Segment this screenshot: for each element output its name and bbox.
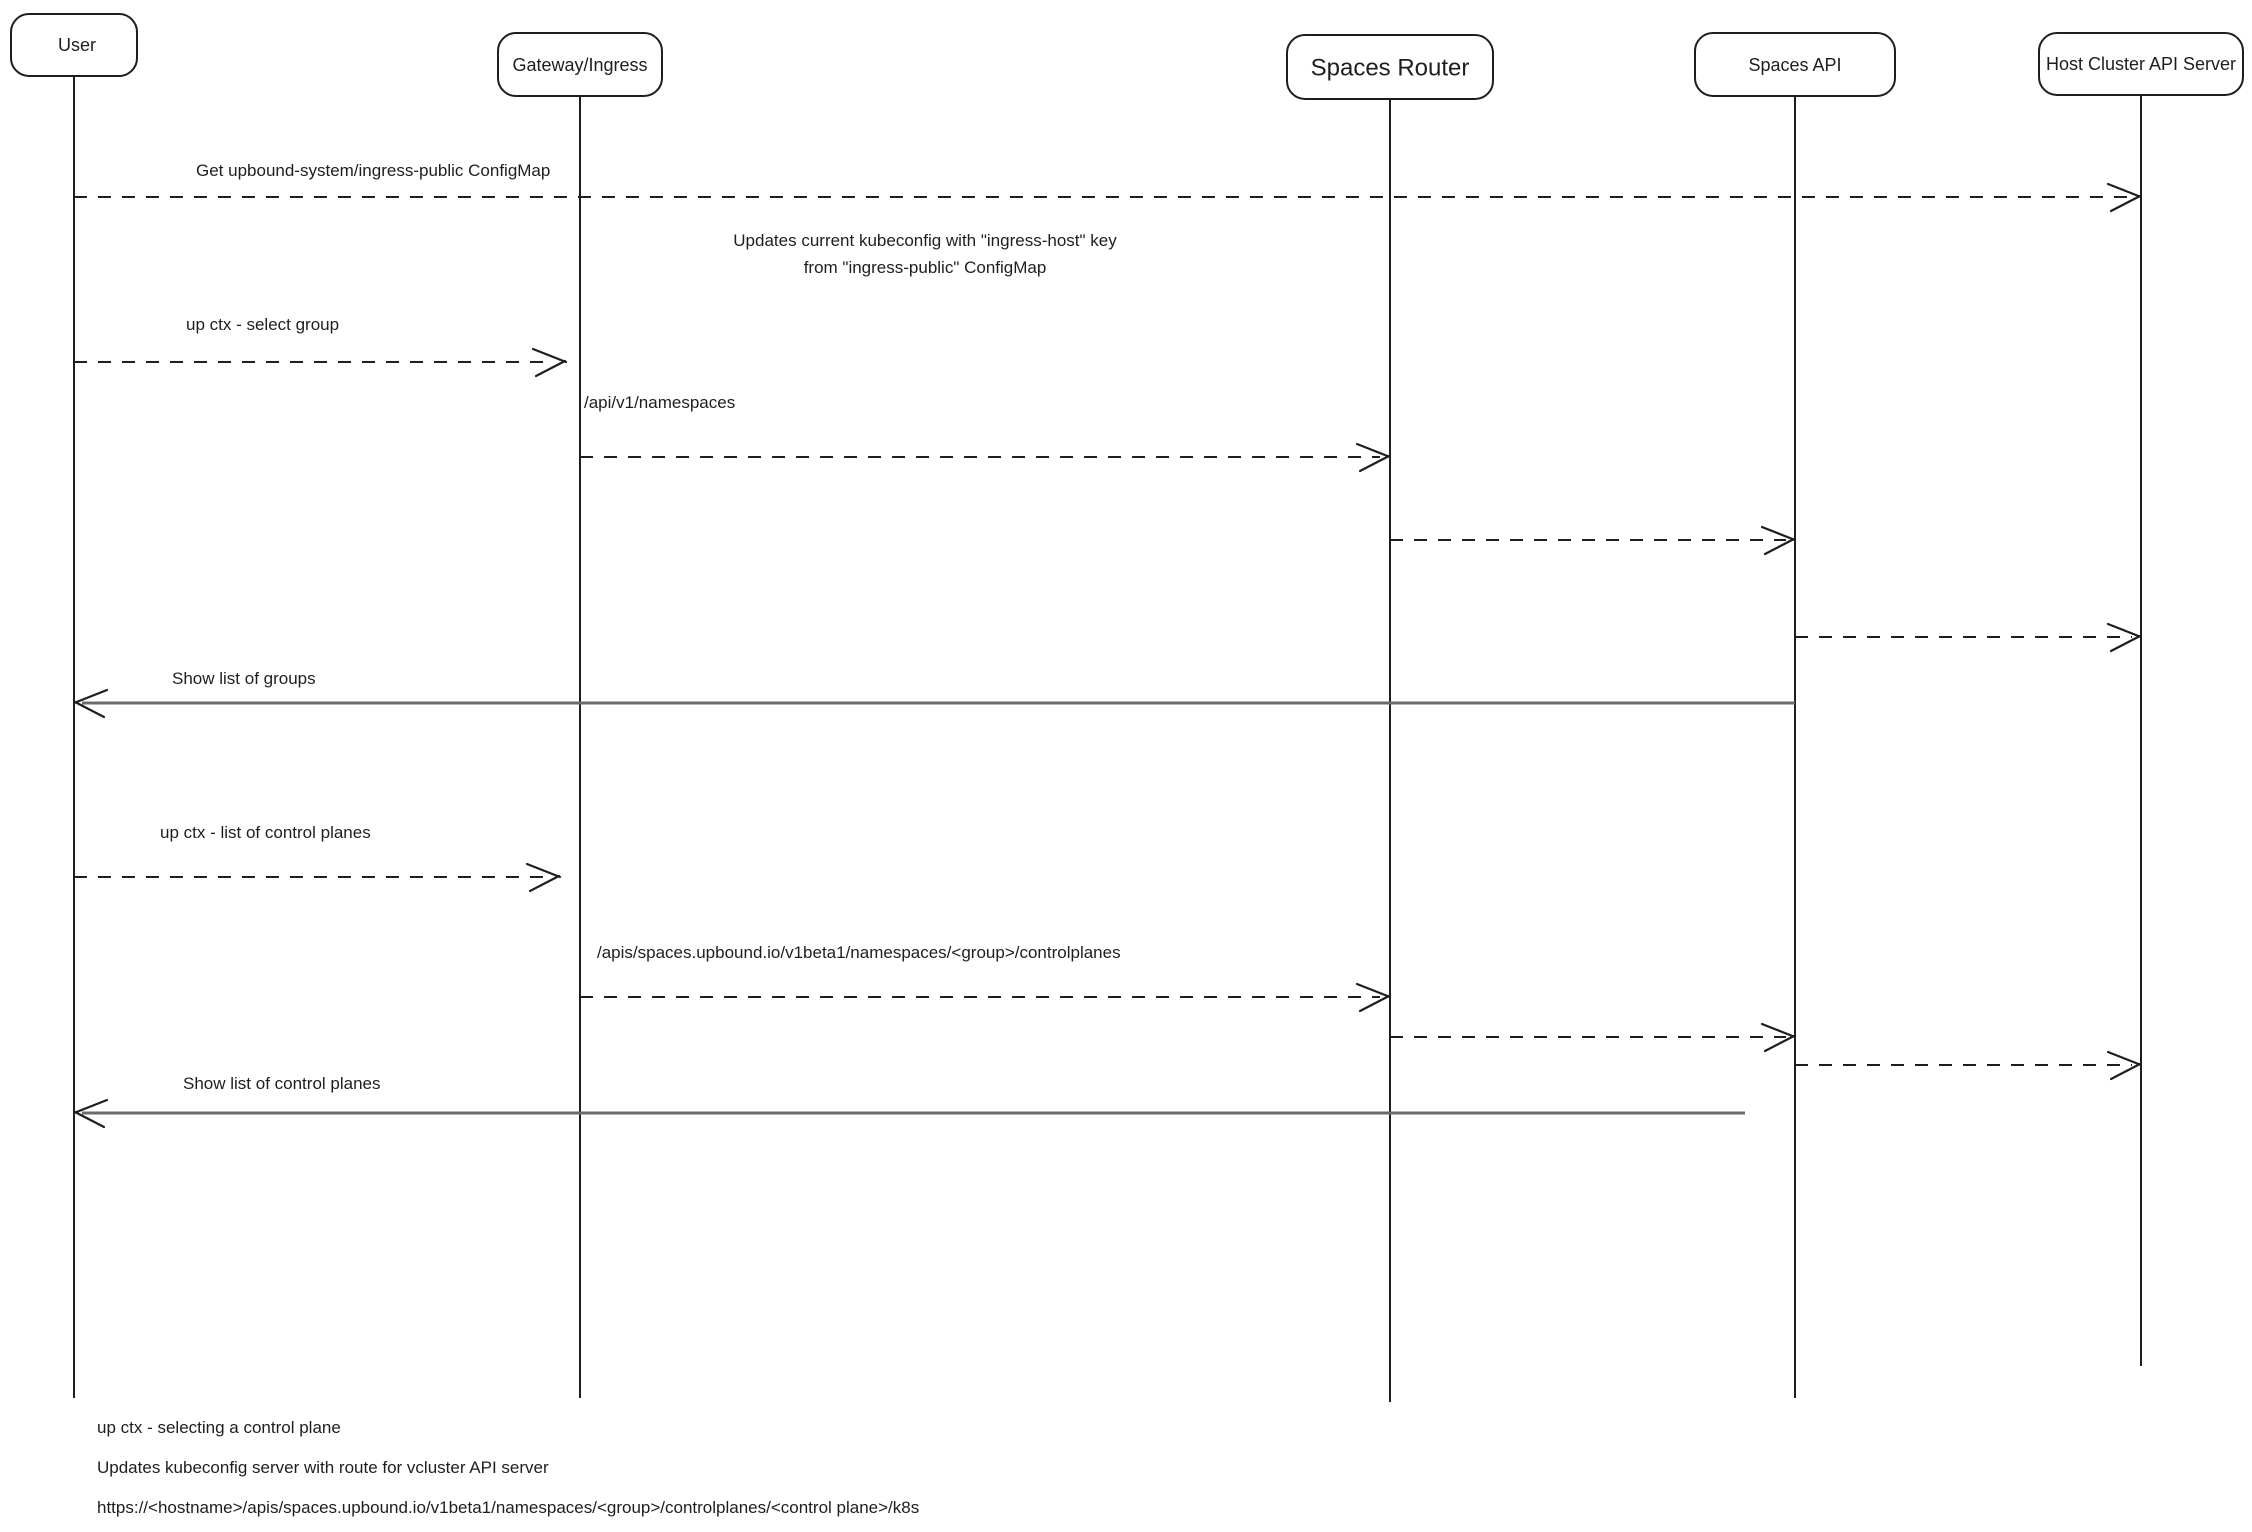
message-label-show-control-planes: Show list of control planes [183, 1074, 381, 1093]
arrowhead-right-icon [2106, 1050, 2143, 1081]
arrowhead-right-icon [1355, 982, 1392, 1013]
arrowhead-right-icon [1355, 442, 1392, 473]
footer-note-url: https://<hostname>/apis/spaces.upbound.i… [97, 1498, 919, 1517]
actor-spaces-router: Spaces Router [1286, 34, 1494, 100]
actor-box-spaces-api [1694, 32, 1896, 97]
actor-box-user [10, 13, 138, 77]
actor-label-user: User [58, 35, 96, 55]
arrowhead-right-icon [1760, 1022, 1797, 1053]
actor-box-host-cluster-api-server [2038, 32, 2244, 96]
actor-gateway-ingress: Gateway/Ingress [497, 32, 663, 97]
arrowhead-left-icon [72, 688, 109, 719]
actor-host-cluster-api-server: Host Cluster API Server [2038, 32, 2244, 96]
footer-note-updates-kubeconfig: Updates kubeconfig server with route for… [97, 1458, 549, 1477]
message-label-get-configmap: Get upbound-system/ingress-public Config… [196, 161, 550, 180]
actor-spaces-api: Spaces API [1694, 32, 1896, 97]
actor-user: User [10, 13, 138, 77]
actor-label-host-cluster-api-server: Host Cluster API Server [2046, 54, 2236, 74]
arrowhead-right-icon [2106, 622, 2143, 653]
actor-label-gateway-ingress: Gateway/Ingress [512, 55, 647, 75]
arrowhead-left-icon [72, 1098, 109, 1129]
message-label-namespaces: /api/v1/namespaces [584, 393, 735, 412]
note-kubeconfig-line2: from "ingress-public" ConfigMap [804, 258, 1047, 277]
arrowhead-right-icon [2106, 182, 2143, 213]
actor-label-spaces-router: Spaces Router [1311, 55, 1470, 82]
message-label-show-groups: Show list of groups [172, 669, 316, 688]
footer-note-selecting-control-plane: up ctx - selecting a control plane [97, 1418, 341, 1437]
actor-box-spaces-router [1286, 34, 1494, 100]
message-label-list-control-planes: up ctx - list of control planes [160, 823, 371, 842]
message-label-controlplanes-path: /apis/spaces.upbound.io/v1beta1/namespac… [597, 943, 1121, 962]
note-kubeconfig-line1: Updates current kubeconfig with "ingress… [733, 231, 1117, 250]
actor-label-spaces-api: Spaces API [1748, 55, 1841, 75]
arrowhead-right-icon [1760, 525, 1797, 556]
actor-box-gateway-ingress [497, 32, 663, 97]
arrowhead-right-icon [525, 862, 562, 893]
message-label-select-group: up ctx - select group [186, 315, 339, 334]
arrowhead-right-icon [531, 347, 568, 378]
